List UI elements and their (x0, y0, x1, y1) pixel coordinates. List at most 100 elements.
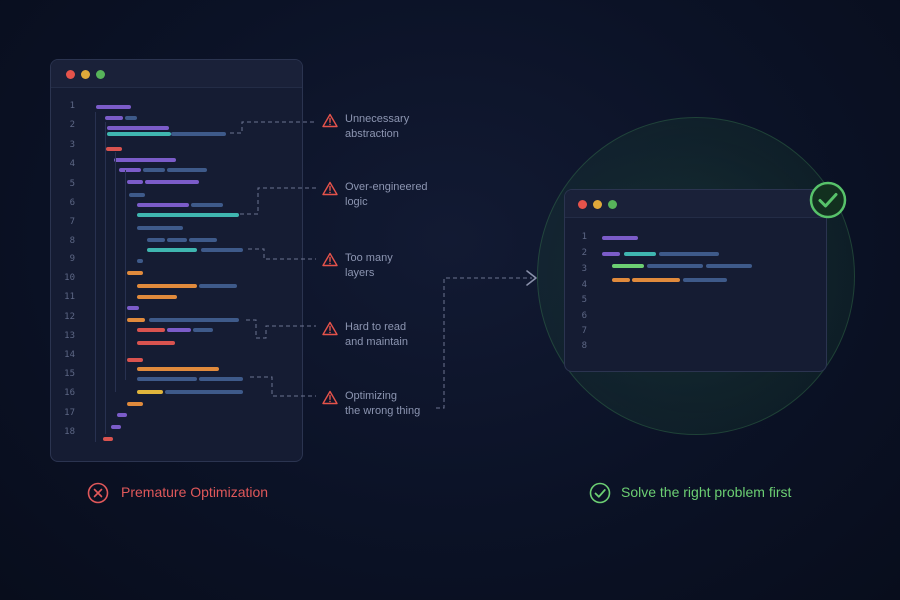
code-token (137, 226, 183, 230)
code-token (127, 271, 143, 275)
close-dot (66, 70, 75, 79)
code-token (189, 238, 217, 242)
line-number: 8 (581, 341, 587, 351)
solve-right-problem-caption: Solve the right problem first (621, 484, 792, 500)
code-token (114, 158, 176, 162)
line-number: 3 (581, 264, 587, 274)
window-titlebar (565, 190, 826, 218)
line-number: 16 (64, 388, 75, 398)
code-token (647, 264, 703, 268)
code-token (107, 132, 171, 136)
line-number: 2 (69, 120, 75, 130)
code-token (103, 437, 113, 441)
code-token (137, 377, 197, 381)
code-token (147, 248, 197, 252)
code-token (165, 390, 243, 394)
window-titlebar (51, 60, 302, 88)
warning-triangle-icon (322, 181, 338, 196)
code-token (624, 252, 656, 256)
code-token (191, 203, 223, 207)
line-number: 1 (69, 101, 75, 111)
code-token (149, 318, 239, 322)
code-token (167, 328, 191, 332)
annotation-line: layers (345, 267, 375, 279)
annotation-line: Over-engineered (345, 181, 428, 193)
code-token (106, 147, 122, 151)
code-token (117, 413, 127, 417)
line-number: 9 (69, 254, 75, 264)
code-token (137, 341, 175, 345)
code-token (137, 367, 219, 371)
code-token (145, 180, 199, 184)
line-number: 18 (64, 427, 75, 437)
code-token (632, 278, 680, 282)
check-circle-icon (589, 482, 611, 504)
maximize-dot (96, 70, 105, 79)
line-number: 7 (581, 326, 587, 336)
close-dot (578, 200, 587, 209)
code-token (96, 105, 131, 109)
line-number: 12 (64, 312, 75, 322)
code-token (683, 278, 727, 282)
code-token (612, 264, 644, 268)
code-token (171, 132, 226, 136)
simple-code-window: 1 2 3 4 5 6 7 8 (564, 189, 827, 372)
check-circle-icon (809, 181, 847, 219)
code-token (127, 402, 143, 406)
annotation-line: Optimizing (345, 390, 397, 402)
code-token (199, 377, 243, 381)
line-number: 15 (64, 369, 75, 379)
line-number: 5 (69, 179, 75, 189)
code-token (659, 252, 719, 256)
line-number: 4 (581, 280, 587, 290)
annotation-label: Over-engineered logic (345, 180, 428, 210)
line-number: 6 (581, 311, 587, 321)
line-number: 1 (581, 232, 587, 242)
indent-guide (95, 112, 96, 442)
code-token (125, 116, 137, 120)
code-token (602, 236, 638, 240)
code-token (167, 168, 207, 172)
indent-guide (105, 122, 106, 434)
code-token (143, 168, 165, 172)
line-number: 4 (69, 159, 75, 169)
code-token (193, 328, 213, 332)
code-token (107, 126, 169, 130)
line-number: 2 (581, 248, 587, 258)
code-token (119, 168, 141, 172)
code-token (147, 238, 165, 242)
warning-triangle-icon (322, 252, 338, 267)
code-token (137, 295, 177, 299)
line-number: 13 (64, 331, 75, 341)
line-number: 10 (64, 273, 75, 283)
indent-guide (115, 152, 116, 392)
code-token (129, 193, 145, 197)
annotation-line: Too many (345, 252, 393, 264)
code-token (127, 306, 139, 310)
code-token (706, 264, 752, 268)
code-token (137, 390, 163, 394)
code-token (199, 284, 237, 288)
annotation-line: abstraction (345, 128, 399, 140)
minimize-dot (81, 70, 90, 79)
maximize-dot (608, 200, 617, 209)
minimize-dot (593, 200, 602, 209)
code-token (137, 284, 197, 288)
annotation-line: and maintain (345, 336, 408, 348)
code-token (137, 203, 189, 207)
code-token (612, 278, 630, 282)
annotation-line: logic (345, 196, 368, 208)
annotation-line: Unnecessary (345, 113, 410, 125)
line-number: 8 (69, 236, 75, 246)
line-number: 11 (64, 292, 75, 302)
line-number: 3 (69, 140, 75, 150)
code-token (201, 248, 243, 252)
code-token (602, 252, 620, 256)
code-token (137, 259, 143, 263)
line-number: 17 (64, 408, 75, 418)
code-token (137, 328, 165, 332)
line-number: 5 (581, 295, 587, 305)
